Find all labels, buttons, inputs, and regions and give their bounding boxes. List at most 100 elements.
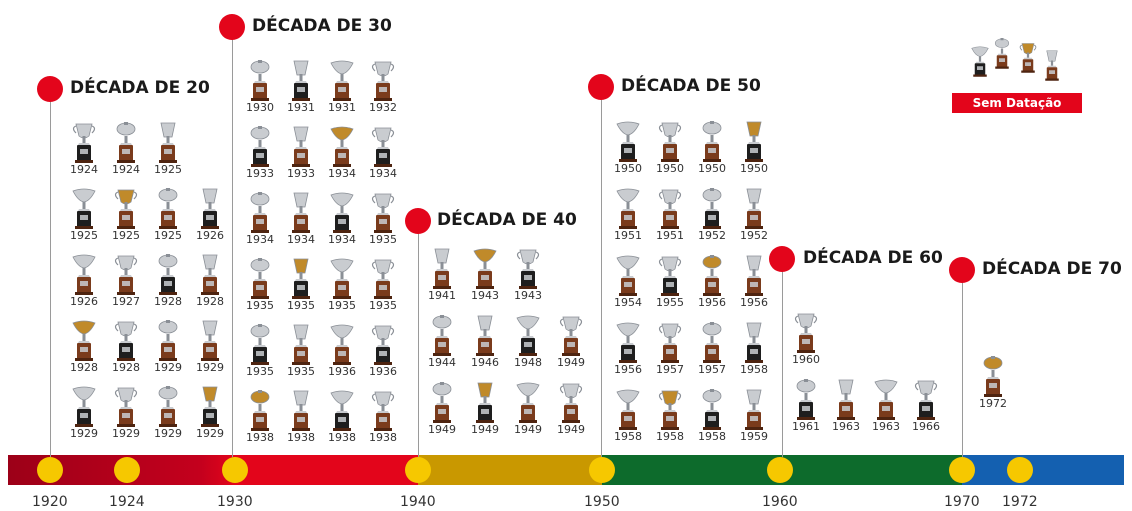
- trophy-icon: [658, 122, 682, 162]
- trophy-item: 1954: [606, 253, 650, 311]
- trophy-icon: [476, 382, 494, 423]
- trophy-item: 1952: [690, 186, 734, 244]
- trophy-year: 1934: [369, 167, 397, 180]
- trophy-year: 1949: [557, 423, 585, 436]
- trophy-icon: [1016, 40, 1040, 80]
- trophy-item: 1925: [104, 186, 148, 244]
- trophy-item: 1943: [506, 246, 550, 304]
- timeline-segment: [235, 455, 418, 485]
- trophy-item: 1938: [320, 388, 364, 446]
- trophy-icon: [330, 192, 354, 233]
- year-marker: [1007, 457, 1033, 483]
- trophy-item: 1946: [463, 313, 507, 371]
- trophy-icon: [914, 380, 938, 420]
- trophy-year: 1928: [112, 361, 140, 374]
- trophy-item: 1943: [463, 246, 507, 304]
- trophy-item: 1938: [279, 388, 323, 446]
- trophy-icon: [837, 379, 855, 420]
- trophy-year: 1938: [287, 431, 315, 444]
- trophy-icon: [72, 188, 96, 229]
- year-label: 1940: [400, 494, 436, 510]
- trophy-icon: [72, 320, 96, 361]
- trophy-year: 1928: [154, 295, 182, 308]
- year-marker: [405, 457, 431, 483]
- trophy-item: 1925: [62, 186, 106, 244]
- trophy-year: 1931: [328, 101, 356, 114]
- trophy-icon: [702, 255, 722, 296]
- trophy-year: 1955: [656, 296, 684, 309]
- trophy-item: 1950: [732, 119, 776, 177]
- trophy-item: 1928: [104, 318, 148, 376]
- timeline-segment: [962, 455, 1124, 485]
- trophy-icon: [116, 122, 136, 163]
- year-marker: [114, 457, 140, 483]
- trophy-icon: [745, 188, 763, 229]
- trophy-year: 1938: [369, 431, 397, 444]
- trophy-year: 1963: [832, 420, 860, 433]
- trophy-item: 1932: [361, 58, 405, 116]
- trophy-year: 1958: [656, 430, 684, 443]
- year-marker: [222, 457, 248, 483]
- trophy-year: 1925: [70, 229, 98, 242]
- trophy-year: 1958: [698, 430, 726, 443]
- trophy-icon: [516, 315, 540, 356]
- trophy-icon: [330, 390, 354, 431]
- trophy-item: 1958: [648, 387, 692, 445]
- trophy-icon: [292, 126, 310, 167]
- trophy-year: 1951: [656, 229, 684, 242]
- year-marker: [767, 457, 793, 483]
- trophy-item: 1936: [320, 322, 364, 380]
- trophy-year: 1957: [698, 363, 726, 376]
- trophy-item: 1956: [690, 253, 734, 311]
- trophy-item: 1949: [506, 380, 550, 438]
- trophy-icon: [114, 189, 138, 229]
- trophy-year: 1961: [792, 420, 820, 433]
- year-label: 1972: [1002, 494, 1038, 510]
- trophy-icon: [516, 382, 540, 423]
- trophy-item: 1957: [690, 320, 734, 378]
- trophy-icon: [158, 254, 178, 295]
- trophy-year: 1927: [112, 295, 140, 308]
- decade-stem: [232, 27, 233, 457]
- undated-label: Sem Datação: [952, 93, 1082, 113]
- trophy-item: 1934: [361, 124, 405, 182]
- trophy-year: 1935: [287, 365, 315, 378]
- trophy-icon: [658, 323, 682, 363]
- undated-trophies: [968, 36, 1064, 82]
- trophy-icon: [158, 320, 178, 361]
- trophy-icon: [473, 248, 497, 289]
- trophy-year: 1933: [287, 167, 315, 180]
- trophy-icon: [114, 255, 138, 295]
- trophy-item: 1929: [188, 384, 232, 442]
- trophy-icon: [432, 382, 452, 423]
- trophy-year: 1931: [287, 101, 315, 114]
- year-label: 1950: [584, 494, 620, 510]
- trophy-item: 1926: [188, 186, 232, 244]
- trophy-icon: [432, 315, 452, 356]
- trophy-icon: [796, 379, 816, 420]
- trophy-icon: [968, 44, 992, 84]
- trophy-icon: [616, 255, 640, 296]
- decade-title: DÉCADA DE 70: [982, 259, 1122, 279]
- trophy-icon: [371, 127, 395, 167]
- trophy-item: 1936: [361, 322, 405, 380]
- trophy-item: 1958: [690, 387, 734, 445]
- trophy-year: 1952: [740, 229, 768, 242]
- trophy-item: 1935: [279, 322, 323, 380]
- trophy-item: 1950: [690, 119, 734, 177]
- trophy-icon: [371, 259, 395, 299]
- trophy-icon: [516, 249, 540, 289]
- trophy-year: 1949: [557, 356, 585, 369]
- trophy-icon: [702, 121, 722, 162]
- trophy-year: 1950: [740, 162, 768, 175]
- trophy-year: 1926: [70, 295, 98, 308]
- trophy-item: 1928: [146, 252, 190, 310]
- trophy-icon: [330, 126, 354, 167]
- year-marker: [37, 457, 63, 483]
- trophy-year: 1958: [614, 430, 642, 443]
- trophy-icon: [874, 379, 898, 420]
- trophy-year: 1943: [471, 289, 499, 302]
- trophy-item: 1925: [146, 186, 190, 244]
- decade-stem: [50, 89, 51, 457]
